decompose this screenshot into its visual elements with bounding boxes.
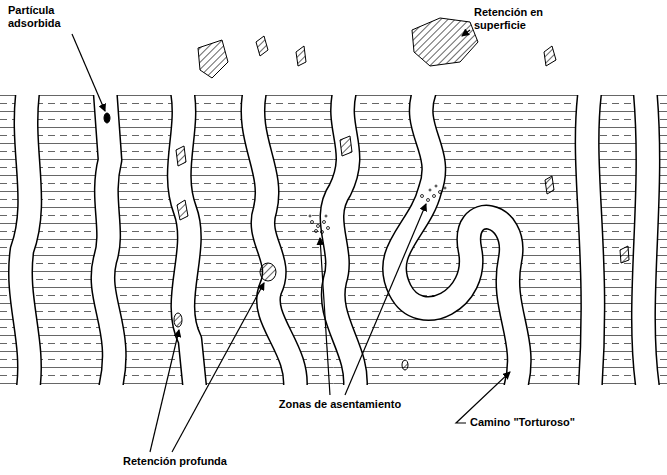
leader-lines [72,30,510,452]
callout-label: Retención profunda [100,455,250,468]
callout-label: Partícula adsorbida [8,4,88,30]
settling-deposits [309,185,446,234]
callout-label: Camino "Torturoso" [470,416,610,429]
callout-label: Retención en superficie [474,6,564,32]
filter-medium [0,90,667,390]
callout-label: Zonas de asentamiento [260,398,420,411]
particles [104,18,629,370]
